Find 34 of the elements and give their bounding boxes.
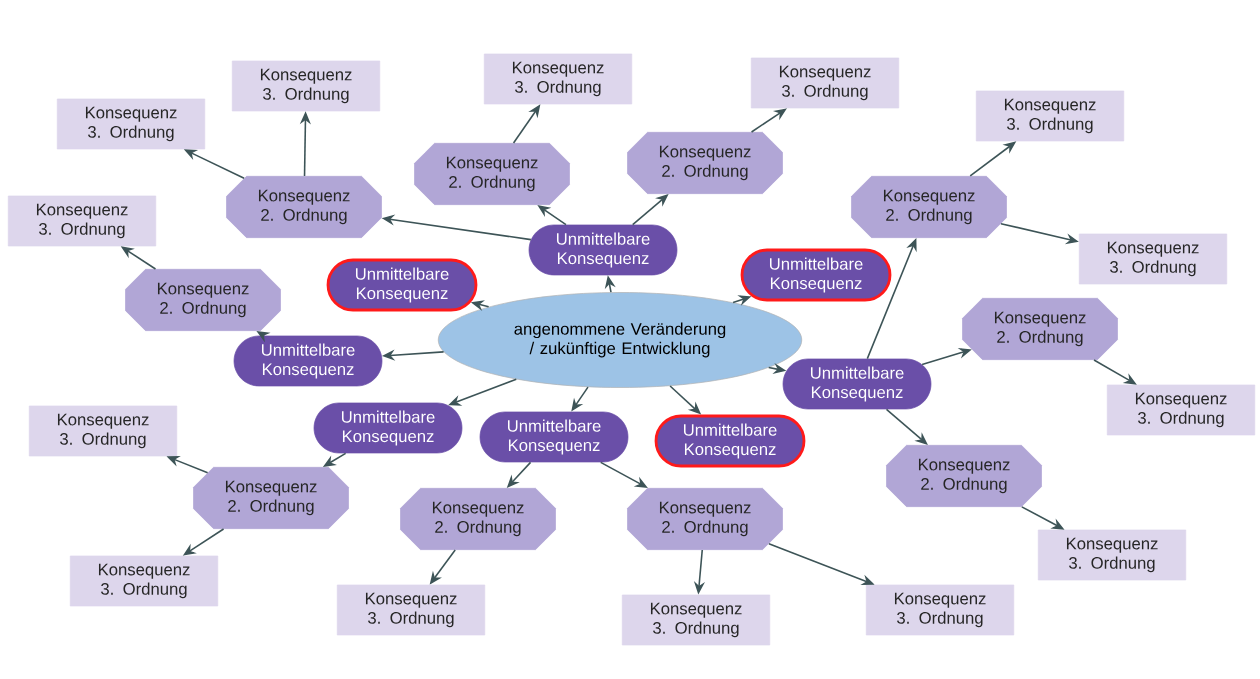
- consequence-box: Konsequenz 3. Ordnung: [28, 405, 178, 457]
- consequence-octagon: Konsequenz 2. Ordnung: [962, 297, 1118, 360]
- consequence-box: Konsequenz 3. Ordnung: [1078, 233, 1228, 285]
- consequence-octagon: Konsequenz 2. Ordnung: [226, 176, 382, 238]
- consequence-octagon: Konsequenz 2. Ordnung: [851, 176, 1007, 238]
- consequence-box: Konsequenz 3. Ordnung: [483, 53, 633, 105]
- consequence-box: Konsequenz 3. Ordnung: [865, 584, 1015, 636]
- consequence-pill: Unmittelbare Konsequenz: [313, 402, 463, 454]
- consequence-octagon: Konsequenz 2. Ordnung: [627, 487, 783, 550]
- consequence-box: Konsequenz 3. Ordnung: [1106, 384, 1256, 436]
- consequence-box: Konsequenz 3. Ordnung: [69, 555, 219, 607]
- consequence-box: Konsequenz 3. Ordnung: [231, 60, 381, 112]
- consequence-octagon: Konsequenz 2. Ordnung: [627, 132, 783, 194]
- consequence-pill: Unmittelbare Konsequenz: [233, 335, 383, 387]
- arrow: [885, 408, 928, 445]
- consequence-pill: Unmittelbare Konsequenz: [528, 224, 678, 276]
- consequence-pill: Unmittelbare Konsequenz: [782, 358, 932, 410]
- consequence-octagon: Konsequenz 2. Ordnung: [400, 487, 556, 550]
- consequence-box: Konsequenz 3. Ordnung: [621, 594, 771, 646]
- consequence-pill: Unmittelbare Konsequenz: [740, 248, 892, 302]
- consequence-box: Konsequenz 3. Ordnung: [750, 57, 900, 109]
- consequence-pill: Unmittelbare Konsequenz: [479, 411, 629, 463]
- consequence-octagon: Konsequenz 2. Ordnung: [193, 466, 349, 529]
- consequence-box: Konsequenz 3. Ordnung: [1037, 529, 1187, 581]
- consequence-octagon: Konsequenz 2. Ordnung: [886, 444, 1042, 507]
- consequence-pill: Unmittelbare Konsequenz: [326, 258, 478, 312]
- consequence-box: Konsequenz 3. Ordnung: [336, 584, 486, 636]
- consequence-octagon: Konsequenz 2. Ordnung: [414, 143, 570, 205]
- consequence-octagon: Konsequenz 2. Ordnung: [125, 268, 281, 331]
- consequence-box: Konsequenz 3. Ordnung: [7, 195, 157, 247]
- arrow: [750, 108, 787, 133]
- consequence-box: Konsequenz 3. Ordnung: [56, 98, 206, 150]
- consequence-pill: Unmittelbare Konsequenz: [654, 414, 806, 468]
- consequence-box: Konsequenz 3. Ordnung: [975, 90, 1125, 142]
